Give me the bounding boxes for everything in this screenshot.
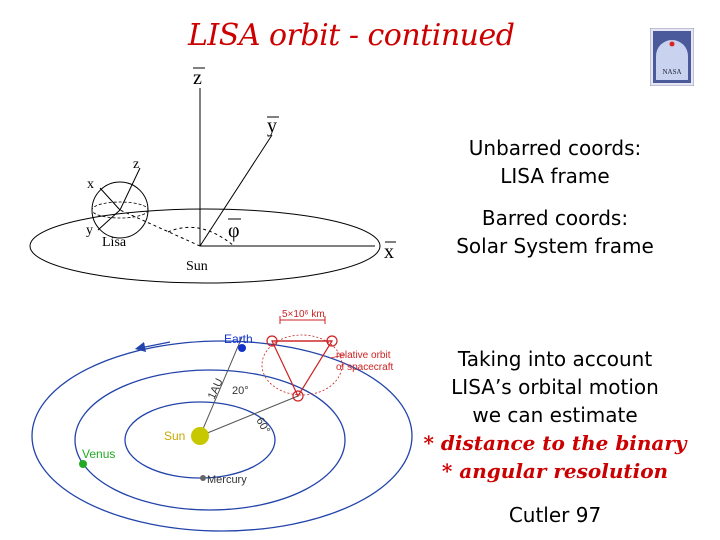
barred-line-1: Barred coords: <box>481 206 629 230</box>
relative-orbit-label-2: of spacecraft <box>336 362 393 373</box>
mercury-dot <box>200 475 206 481</box>
sun-dot <box>191 427 209 445</box>
ybar-label: y <box>267 115 277 137</box>
motion-line-1: Taking into account <box>457 347 653 371</box>
angle-20-label: 20° <box>232 385 249 397</box>
relative-orbit-triangle <box>271 340 334 398</box>
barred-line-2: Solar System frame <box>456 234 654 258</box>
logo-image: NASA <box>650 28 694 86</box>
lisa-y-axis <box>97 209 121 231</box>
unbarred-line-1: Unbarred coords: <box>468 136 642 160</box>
unbarred-line-2: LISA frame <box>500 164 610 188</box>
scale-label: 5×10⁶ km <box>282 309 325 320</box>
lisa-label: Lisa <box>102 235 127 250</box>
sun-lisa-line <box>119 209 201 247</box>
phibar-label: φ <box>228 220 240 242</box>
bullet-angular: * angular resolution <box>441 459 669 483</box>
citation: Cutler 97 <box>508 503 602 527</box>
earth-label: Earth <box>224 332 253 346</box>
venus-dot <box>79 460 87 468</box>
earth-orbit <box>31 340 413 532</box>
relative-orbit-label-1: relative orbit <box>336 350 391 361</box>
lisa-z-label: z <box>133 157 139 172</box>
lisa-x-label: x <box>87 177 94 192</box>
earth-dot <box>238 344 246 352</box>
phi-arc <box>167 226 235 247</box>
motion-line-2: LISA’s orbital motion <box>451 375 659 399</box>
logo-text: NASA <box>662 68 681 76</box>
lisa-z-axis <box>119 167 141 211</box>
venus-label: Venus <box>82 447 115 461</box>
au-label: 1AU <box>206 377 226 402</box>
venus-orbit <box>74 369 346 511</box>
xbar-label: x <box>384 241 394 263</box>
zbar-label: z <box>193 67 202 89</box>
lisa-x-axis <box>99 187 121 211</box>
motion-line-3: we can estimate <box>472 403 638 427</box>
sun-lisa-line <box>199 395 299 437</box>
angle-60-label: 60° <box>253 416 272 436</box>
ybar-axis <box>199 134 273 247</box>
orbit-diagram: Earth 5×10⁶ km relative orbit of spacecr… <box>31 309 413 532</box>
unbarred-text: Unbarred coords: LISA frame <box>430 134 680 190</box>
sun-earth-line <box>199 336 243 437</box>
orbit-plane-ellipse <box>29 208 381 284</box>
sun-label: Sun <box>164 429 185 443</box>
sun-label: Sun <box>186 259 208 274</box>
orbital-motion-text: Taking into account LISA’s orbital motio… <box>420 345 690 485</box>
barred-text: Barred coords: Solar System frame <box>430 204 680 260</box>
bullet-distance: * distance to the binary <box>423 431 687 455</box>
mercury-label: Mercury <box>207 474 247 486</box>
slide-title: LISA orbit - continued <box>188 18 515 53</box>
lisa-y-label: y <box>86 223 93 238</box>
coordinate-diagram: z y x φ z x y Lisa Sun <box>29 67 396 284</box>
